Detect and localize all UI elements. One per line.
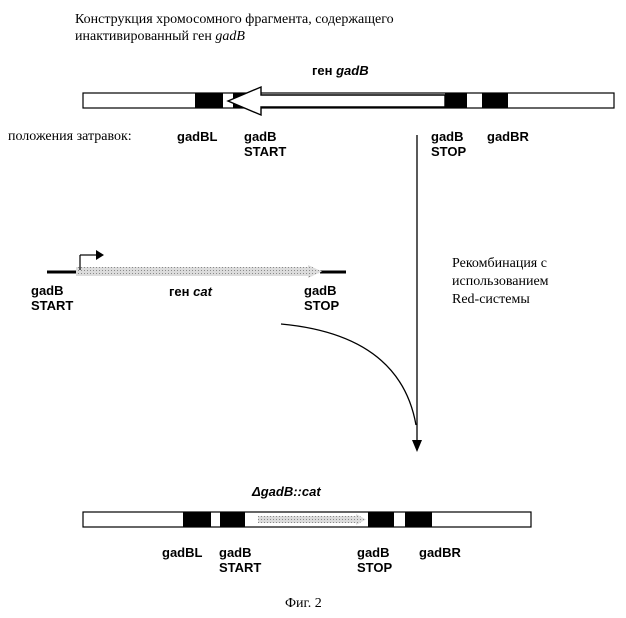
result-label-stop-line2: STOP [357,561,392,576]
figure-title-line1: Конструкция хромосомного фрагмента, соде… [75,12,394,28]
recombination-text-line2: использованием [452,274,549,290]
top-primer-start-line2: START [244,145,286,160]
result-construct-title: ΔgadB::cat [252,485,321,500]
cat-gene-label: ген cat [169,285,212,300]
recombination-text-line3: Red-системы [452,292,530,308]
top-primer-stop-line1: gadB [431,130,464,145]
recombination-arrow-head [412,440,422,452]
gadb-gene-label-name: gadB [336,63,369,78]
gadb-gene-label: ген gadB [312,64,369,79]
result-gadbl-block [183,512,211,527]
cat-left-label-line2: START [31,299,73,314]
result-label-start-line2: START [219,561,261,576]
top-primer-stop-line2: STOP [431,145,466,160]
figure-title-line2-prefix: инактивированный ген [75,29,215,44]
cat-right-label-line1: gadB [304,284,337,299]
top-gadbr-block [482,93,508,108]
result-label-gadbl: gadBL [162,546,202,561]
figure-title-line2: инактивированный ген gadB [75,29,245,45]
top-primer-gadbl: gadBL [177,130,217,145]
top-gadbl-block [195,93,223,108]
figure-title-gene: gadB [215,29,245,44]
joining-curve [281,324,416,425]
cat-right-label-line2: STOP [304,299,339,314]
primer-positions-label: положения затравок: [8,129,132,145]
cat-left-label-line1: gadB [31,284,64,299]
top-primer-gadbr: gadBR [487,130,529,145]
gadb-gene-arrow [228,87,445,115]
promoter-arrowhead [96,250,104,260]
cat-gene-body [76,267,308,276]
result-stop-block [368,512,394,527]
result-label-stop-line1: gadB [357,546,390,561]
top-primer-start-line1: gadB [244,130,277,145]
result-start-block [220,512,245,527]
cat-gene-label-prefix: ген [169,284,193,299]
cat-gene-arrowhead [308,265,322,278]
recombination-text-line1: Рекомбинация с [452,256,547,272]
top-stop-block [445,93,467,108]
result-label-gadbr: gadBR [419,546,461,561]
figure-caption: Фиг. 2 [285,596,322,612]
cat-gene-label-name: cat [193,284,212,299]
result-cat-body [258,516,356,523]
result-label-start-line1: gadB [219,546,252,561]
gadb-gene-label-prefix: ген [312,63,336,78]
result-gadbr-block [405,512,432,527]
